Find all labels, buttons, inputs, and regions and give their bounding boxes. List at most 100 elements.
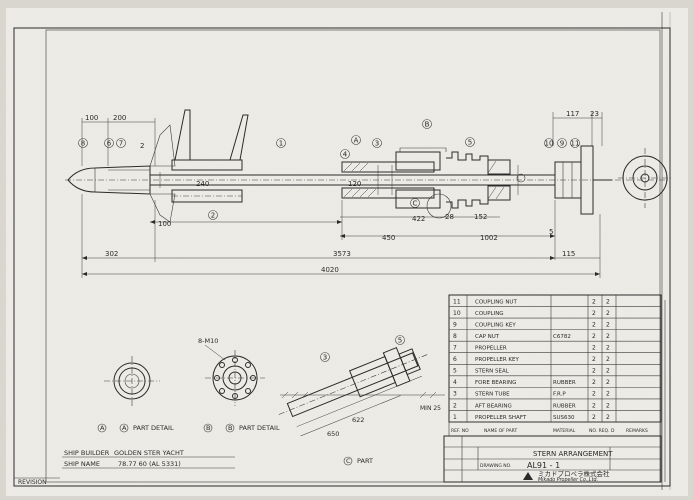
detail-view-c: 3 5 [278, 335, 445, 437]
cell-name: STERN TUBE [475, 392, 510, 398]
dim-240: 240 [196, 180, 209, 188]
cell-q2: 2 [606, 391, 610, 398]
title-block: STERN ARRANGEMENT DRAWING NO. AL91 - 1 ミ… [443, 435, 662, 483]
balloon-7: 7 [119, 140, 123, 148]
shaft-arrangement-view [65, 109, 672, 278]
cell-name: COUPLING KEY [475, 322, 516, 328]
balloon-6: 6 [107, 140, 112, 148]
balloon-2: 2 [211, 212, 215, 220]
cell-q1: 2 [592, 391, 596, 398]
part-detail-a-text: PART DETAIL [133, 424, 174, 432]
cell-q2: 2 [606, 310, 610, 317]
cell-no: 8 [453, 333, 457, 340]
dim-115: 115 [562, 250, 575, 258]
dim-622: 622 [352, 416, 364, 424]
cell-name: AFT BEARING [475, 403, 512, 409]
balloon-8: 8 [81, 140, 85, 148]
cell-no: 9 [453, 321, 457, 328]
svg-text:REF. NO: REF. NO [451, 428, 469, 434]
cell-q1: 2 [592, 379, 596, 386]
dim-min25: MIN 25 [420, 405, 441, 412]
balloon-3: 3 [375, 140, 379, 148]
dim-200: 200 [113, 114, 126, 122]
cell-name: STERN SEAL [475, 369, 510, 375]
cell-no: 3 [453, 391, 457, 398]
svg-text:REMARKS: REMARKS [626, 428, 648, 434]
drawing-name: STERN ARRANGEMENT [533, 450, 613, 458]
cell-q2: 2 [606, 356, 610, 363]
cell-q1: 2 [592, 298, 596, 305]
dimension-labels: 100 200 2 117 23 240 100 120 422 28 152 … [85, 110, 599, 274]
cell-q1: 2 [592, 368, 596, 375]
parts-table-header: REF. NO NAME OF PART MATERIAL NO. REQ. D… [451, 428, 648, 434]
stern-seal [446, 151, 489, 172]
company-jp: ミカドプロペラ株式会社 [538, 469, 610, 478]
cell-q1: 2 [592, 345, 596, 352]
svg-text:C: C [346, 457, 351, 465]
dim-100-low: 100 [158, 220, 171, 228]
dim-2: 2 [140, 142, 144, 150]
balloon-b: B [425, 121, 430, 129]
balloon-c: C [413, 200, 418, 208]
cell-q2: 2 [606, 298, 610, 305]
cell-no: 6 [453, 356, 457, 363]
svg-text:A: A [122, 424, 127, 432]
cell-q1: 2 [592, 402, 596, 409]
propeller-hub [67, 165, 151, 195]
part-balloons: 8 6 7 1 4 3 5 10 9 11 2 C B A [78, 119, 580, 220]
cell-q1: 2 [592, 356, 596, 363]
cell-no: 1 [453, 414, 457, 421]
cell-no: 11 [453, 298, 461, 305]
cell-material: RUBBER [553, 380, 576, 386]
cell-q1: 2 [592, 321, 596, 328]
cell-material: C6782 [553, 334, 571, 340]
balloon-9: 9 [560, 140, 564, 148]
dim-117: 117 [566, 110, 579, 118]
cell-q2: 2 [606, 379, 610, 386]
ship-builder-label: SHIP BUILDER [64, 449, 110, 457]
table-row: 9 COUPLING KEY 2 2 [453, 321, 610, 328]
part-detail-b-text: PART DETAIL [239, 424, 280, 432]
cell-q2: 2 [606, 333, 610, 340]
cell-material: SUS630 [553, 415, 575, 421]
cell-name: FORE BEARING [475, 380, 516, 386]
svg-text:NAME OF PART: NAME OF PART [484, 428, 517, 434]
dim-650: 650 [327, 430, 339, 438]
cell-name: CAP NUT [475, 334, 500, 340]
balloon-a: A [354, 137, 359, 145]
svg-text:MATERIAL: MATERIAL [553, 428, 576, 434]
cell-no: 2 [453, 402, 457, 409]
dim-5: 5 [549, 228, 553, 236]
cell-q1: 2 [592, 414, 596, 421]
dim-4020: 4020 [321, 266, 339, 274]
dim-100-top: 100 [85, 114, 98, 122]
dim-302: 302 [105, 250, 118, 258]
drawing-no-label: DRAWING NO. [480, 463, 511, 469]
balloon-10: 10 [545, 140, 554, 148]
svg-text:NO. REQ. D: NO. REQ. D [589, 428, 615, 434]
cell-q1: 2 [592, 310, 596, 317]
outer-border [13, 27, 671, 487]
bolt-spec: 8-M10 [198, 337, 218, 345]
cell-q2: 2 [606, 321, 610, 328]
dim-3573: 3573 [333, 250, 351, 258]
dim-120: 120 [348, 180, 361, 188]
ship-builder-value: GOLDEN STER YACHT [114, 449, 184, 457]
dim-152: 152 [474, 213, 487, 221]
svg-text:3: 3 [323, 354, 327, 362]
cell-q2: 2 [606, 414, 610, 421]
table-row: 1 PROPELLER SHAFT SUS630 2 2 [453, 414, 610, 421]
cell-name: PROPELLER SHAFT [475, 415, 527, 421]
detail-view-b [204, 344, 265, 406]
inner-border [45, 29, 661, 483]
detail-view-a [104, 356, 160, 406]
dim-28: 28 [445, 213, 454, 221]
